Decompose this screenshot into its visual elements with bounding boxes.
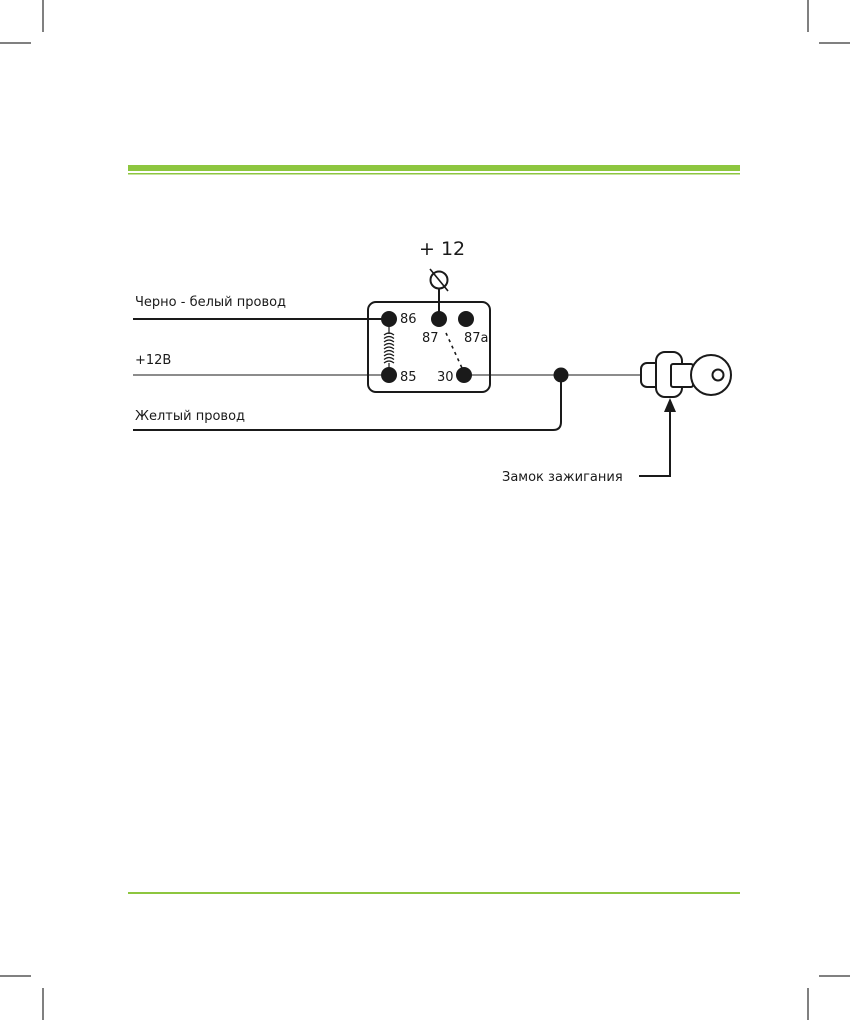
ignition-lock-icon xyxy=(640,351,694,398)
header-rule-bar xyxy=(128,165,740,171)
wire-junction xyxy=(553,367,569,383)
relay-body xyxy=(367,301,491,393)
wire-label-black-white: Черно - белый провод xyxy=(135,295,286,310)
pin-label-87: 87 xyxy=(422,331,439,346)
pin-label-30: 30 xyxy=(437,370,454,385)
relay-pin-85 xyxy=(381,367,397,383)
yellow-wire xyxy=(133,375,562,431)
pin-label-85: 85 xyxy=(400,370,417,385)
pin-label-87a: 87a xyxy=(464,331,489,346)
ignition-callout-arrow xyxy=(639,398,676,477)
ignition-lock-label: Замок зажигания xyxy=(502,470,623,485)
relay-switch-contact xyxy=(445,332,463,369)
relay-pin-30 xyxy=(456,367,472,383)
header-rule-line xyxy=(128,173,740,175)
relay-pin-86 xyxy=(381,311,397,327)
relay-coil-icon xyxy=(383,326,395,368)
wire-label-plus12v: +12В xyxy=(135,353,171,368)
supply-label: + 12 xyxy=(419,238,465,260)
pin-label-86: 86 xyxy=(400,312,417,327)
key-icon xyxy=(690,354,732,396)
header-rule xyxy=(128,165,740,175)
relay-pin-87 xyxy=(431,311,447,327)
footer-rule xyxy=(128,892,740,894)
relay-pin-87a xyxy=(458,311,474,327)
wire-label-yellow: Желтый провод xyxy=(135,409,245,424)
